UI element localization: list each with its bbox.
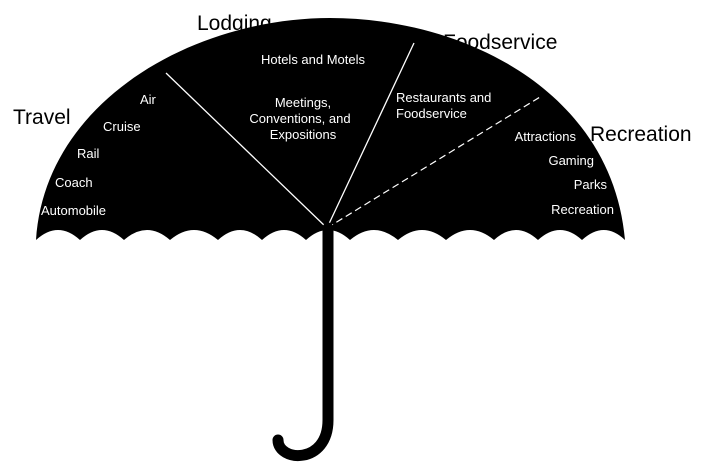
divider-lodging-foodservice: [326, 42, 415, 229]
recreation-item-gaming: Gaming: [548, 153, 594, 168]
divider-lines: [165, 42, 541, 229]
travel-item-cruise: Cruise: [103, 119, 141, 134]
travel-title: Travel: [13, 106, 71, 129]
travel-item-air: Air: [140, 92, 157, 107]
recreation-item-parks: Parks: [574, 177, 608, 192]
umbrella-handle: [272, 222, 334, 461]
lodging-item-meetings: Meetings,: [275, 95, 331, 110]
travel-item-automobile: Automobile: [41, 203, 106, 218]
travel-item-coach: Coach: [55, 175, 93, 190]
recreation-title: Recreation: [590, 123, 692, 146]
travel-item-rail: Rail: [77, 146, 100, 161]
recreation-item-attractions: Attractions: [515, 129, 577, 144]
divider-travel-lodging: [165, 72, 328, 229]
lodging-item-hotels: Hotels and Motels: [261, 52, 366, 67]
divider-foodservice-recreation: [326, 96, 541, 229]
recreation-item-recreation: Recreation: [551, 202, 614, 217]
foodservice-title: Foodservice: [443, 31, 557, 54]
foodservice-item-restaurants: Restaurants and: [396, 90, 491, 105]
lodging-item-conventions: Conventions, and: [249, 111, 350, 126]
foodservice-item-foodservice: Foodservice: [396, 106, 467, 121]
lodging-item-expositions: Expositions: [270, 127, 337, 142]
lodging-title: Lodging: [197, 12, 272, 35]
umbrella-canopy: [36, 18, 625, 240]
